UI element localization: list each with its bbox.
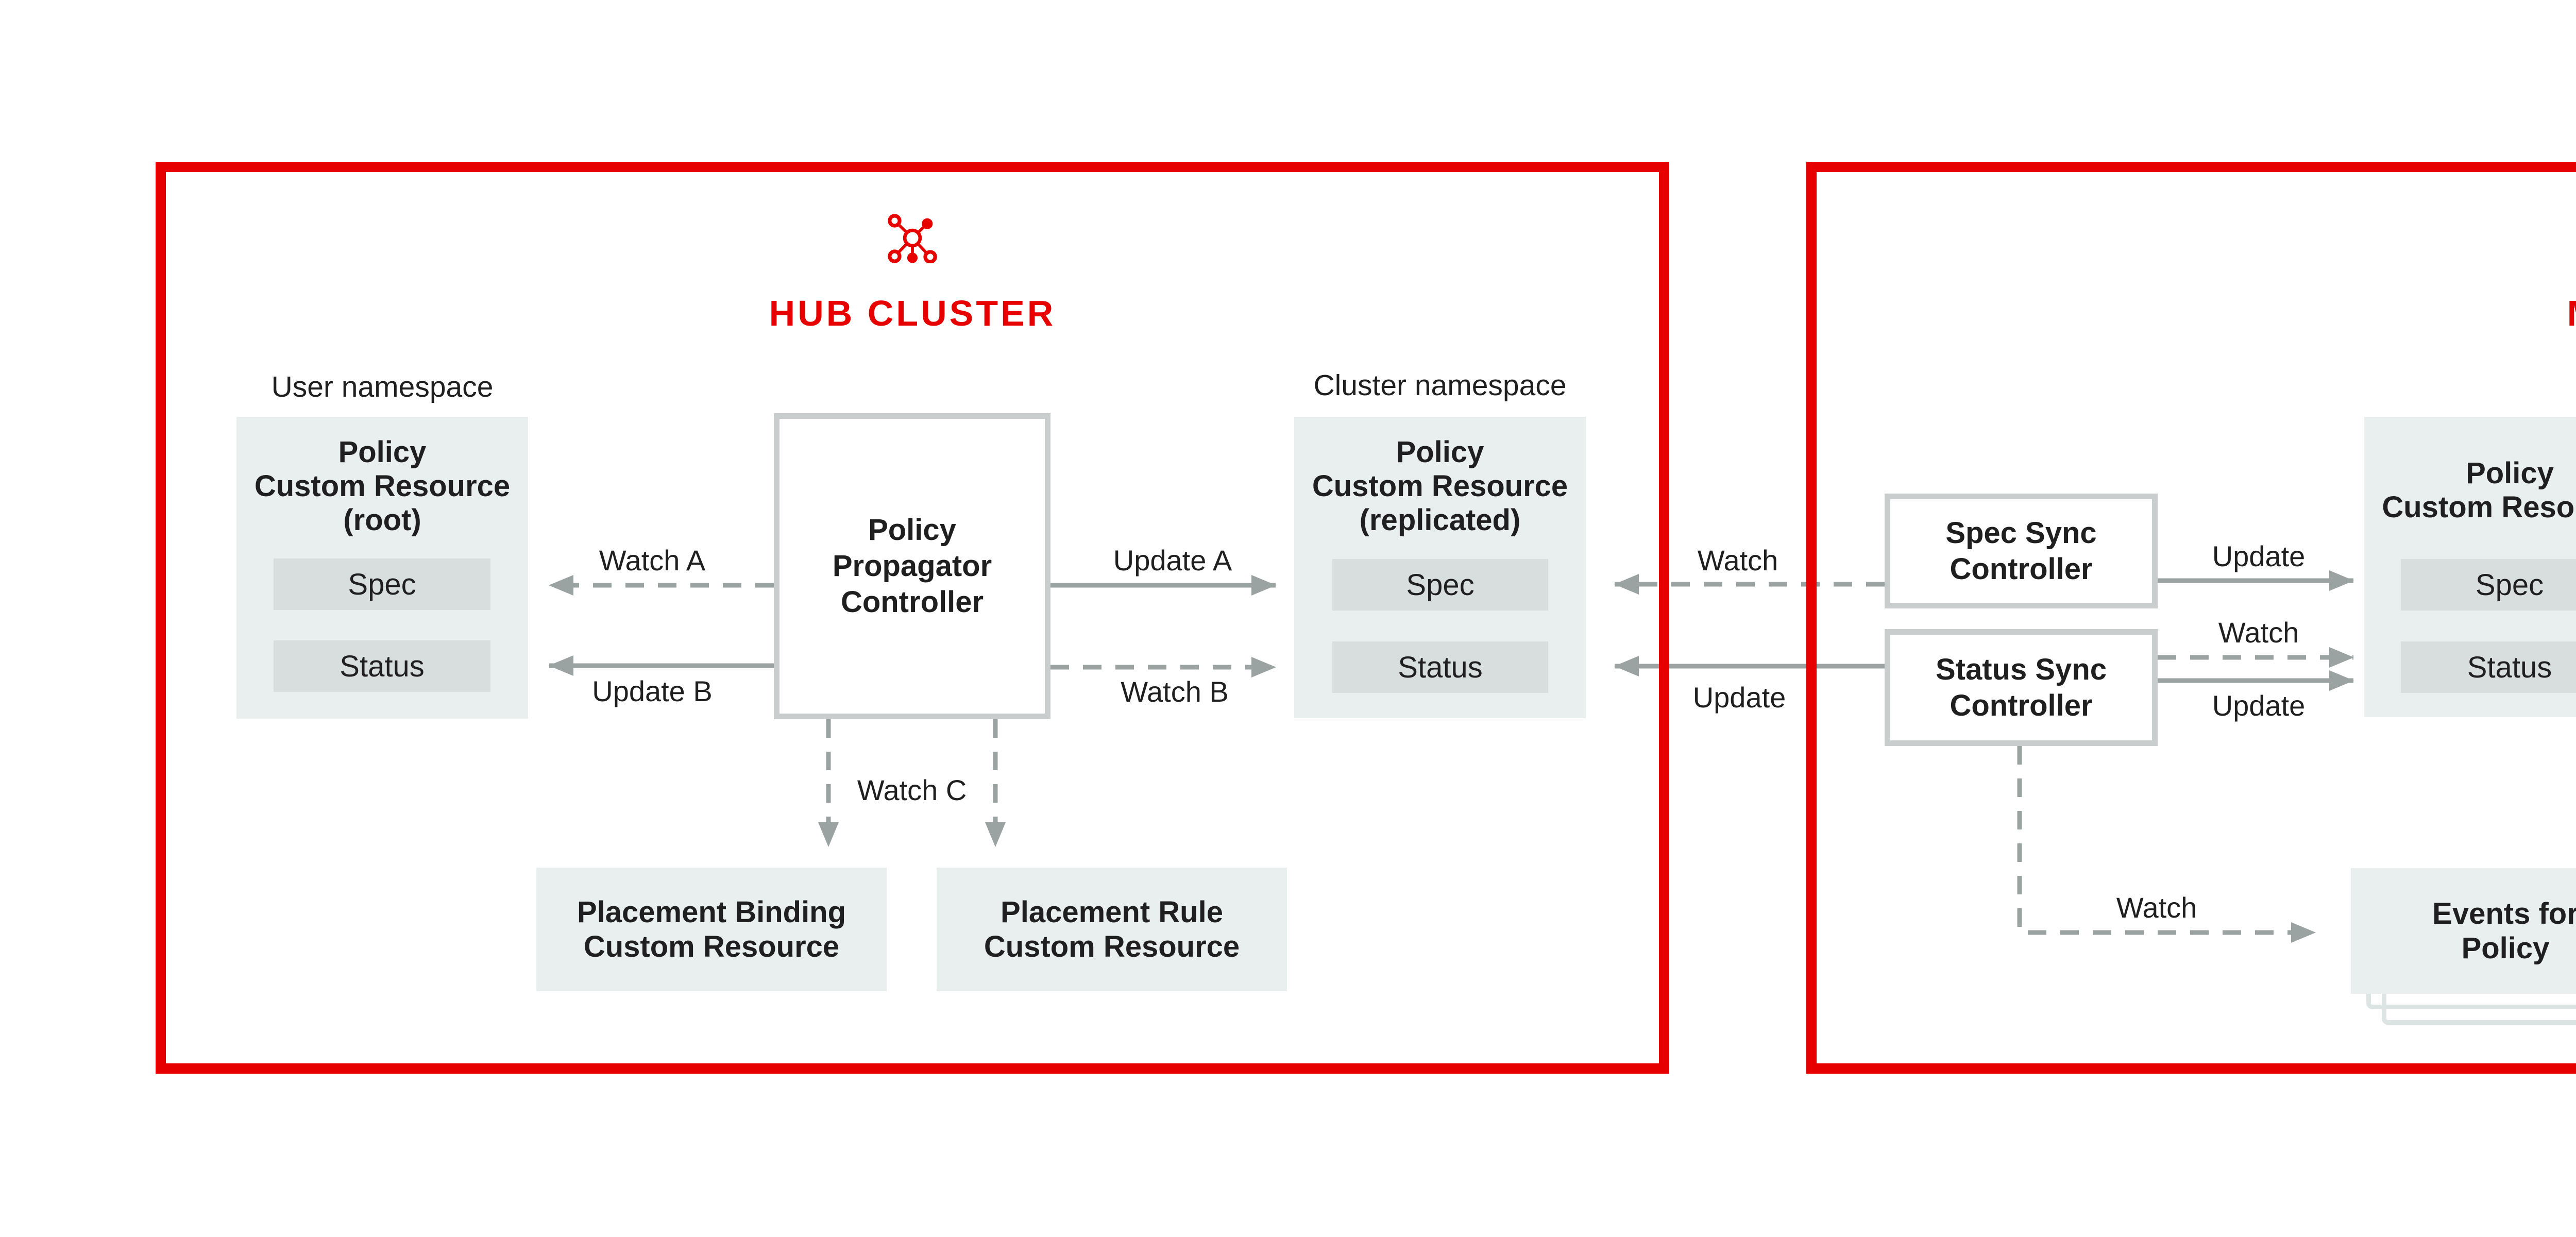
edge-status-update-label: Update bbox=[2212, 689, 2306, 722]
policy-cr-title-line-1: Policy bbox=[2466, 456, 2554, 490]
policy-replicated-title-line-2: Custom Resource bbox=[1312, 469, 1568, 503]
policy-replicated-title-line-1: Policy bbox=[1396, 435, 1484, 469]
managed-policy-custom-resource-box: Policy Custom Resource Spec Status bbox=[2364, 417, 2576, 717]
placement-binding-title-line-2: Custom Resource bbox=[583, 930, 840, 963]
user-namespace-label: User namespace bbox=[271, 370, 494, 403]
hub-cluster-title: HUB CLUSTER bbox=[769, 293, 1056, 333]
spec-sync-title-line-1: Spec Sync bbox=[1945, 516, 2097, 550]
hub-cluster-frame bbox=[156, 162, 1669, 1074]
policy-custom-resource-replicated-box: Policy Custom Resource (replicated) Spec… bbox=[1294, 417, 1586, 718]
managed-cluster-title: MANAGED CLUSTER bbox=[2567, 295, 2576, 331]
policy-root-title: Policy Custom Resource (root) bbox=[236, 435, 528, 537]
policy-replicated-spec-label: Spec bbox=[1406, 568, 1475, 602]
hub-cluster-network-icon bbox=[888, 214, 937, 263]
propagator-title-line-3: Controller bbox=[840, 585, 984, 619]
managed-policy-cr-title: Policy Custom Resource bbox=[2364, 456, 2576, 524]
edge-update-b-label: Update B bbox=[592, 675, 713, 707]
policy-propagator-controller-box: Policy Propagator Controller bbox=[774, 413, 1050, 719]
placement-binding-box: Placement Binding Custom Resource bbox=[536, 868, 887, 991]
policy-root-title-line-1: Policy bbox=[338, 435, 427, 469]
edge-watch-c-label: Watch C bbox=[857, 774, 967, 806]
cluster-namespace-label: Cluster namespace bbox=[1313, 369, 1567, 402]
edge-update-a-label: Update A bbox=[1113, 544, 1232, 577]
edge-watch-b-label: Watch B bbox=[1121, 675, 1229, 708]
policy-replicated-title: Policy Custom Resource (replicated) bbox=[1294, 435, 1586, 537]
propagator-title-line-2: Propagator bbox=[832, 549, 992, 583]
managed-cluster-header: MANAGED CLUSTER bbox=[2512, 214, 2576, 331]
status-sync-controller-box: Status Sync Controller bbox=[1885, 629, 2158, 746]
policy-root-status-box: Status bbox=[274, 640, 490, 692]
policy-replicated-status-box: Status bbox=[1332, 641, 1548, 693]
managed-policy-cr-status-label: Status bbox=[2467, 650, 2552, 684]
events-title-line-1: Events for bbox=[2432, 897, 2576, 930]
propagator-title-line-1: Policy bbox=[868, 513, 956, 547]
placement-rule-title-line-1: Placement Rule bbox=[1001, 895, 1223, 929]
placement-rule-box: Placement Rule Custom Resource bbox=[937, 868, 1287, 991]
edge-link-update-label: Update bbox=[1692, 681, 1786, 714]
edge-watch-a-label: Watch A bbox=[599, 544, 706, 577]
policy-root-spec-box: Spec bbox=[274, 558, 490, 610]
spec-sync-controller-box: Spec Sync Controller bbox=[1885, 494, 2158, 608]
edge-link-watch-label: Watch bbox=[1697, 544, 1778, 577]
policy-replicated-title-line-3: (replicated) bbox=[1359, 503, 1521, 537]
policy-cr-title-line-2: Custom Resource bbox=[2382, 490, 2576, 524]
managed-policy-cr-spec-label: Spec bbox=[2475, 568, 2544, 602]
policy-root-spec-label: Spec bbox=[348, 567, 416, 601]
placement-rule-title-line-2: Custom Resource bbox=[984, 930, 1240, 963]
policy-root-title-line-3: (root) bbox=[343, 503, 421, 537]
policy-root-title-line-2: Custom Resource bbox=[254, 469, 511, 503]
events-for-policy-box: Events for Policy bbox=[2351, 868, 2576, 994]
managed-policy-cr-status-box: Status bbox=[2401, 641, 2576, 693]
policy-replicated-spec-box: Spec bbox=[1332, 559, 1548, 611]
events-title-line-2: Policy bbox=[2461, 931, 2550, 965]
placement-binding-title-line-1: Placement Binding bbox=[577, 895, 846, 929]
spec-sync-title-line-2: Controller bbox=[1950, 552, 2093, 586]
edge-status-watch-label: Watch bbox=[2218, 616, 2299, 649]
edge-events-watch-label: Watch bbox=[2116, 891, 2197, 924]
status-sync-title-line-2: Controller bbox=[1950, 688, 2093, 722]
policy-custom-resource-root-box: Policy Custom Resource (root) Spec Statu… bbox=[236, 417, 528, 719]
policy-replicated-status-label: Status bbox=[1398, 650, 1483, 684]
managed-policy-cr-spec-box: Spec bbox=[2401, 559, 2576, 611]
hub-cluster-header: HUB CLUSTER bbox=[655, 214, 1170, 331]
policy-root-status-label: Status bbox=[340, 649, 425, 683]
edge-spec-update-label: Update bbox=[2212, 540, 2306, 572]
managed-cluster-frame bbox=[1806, 162, 2576, 1074]
status-sync-title-line-1: Status Sync bbox=[1936, 652, 2107, 686]
